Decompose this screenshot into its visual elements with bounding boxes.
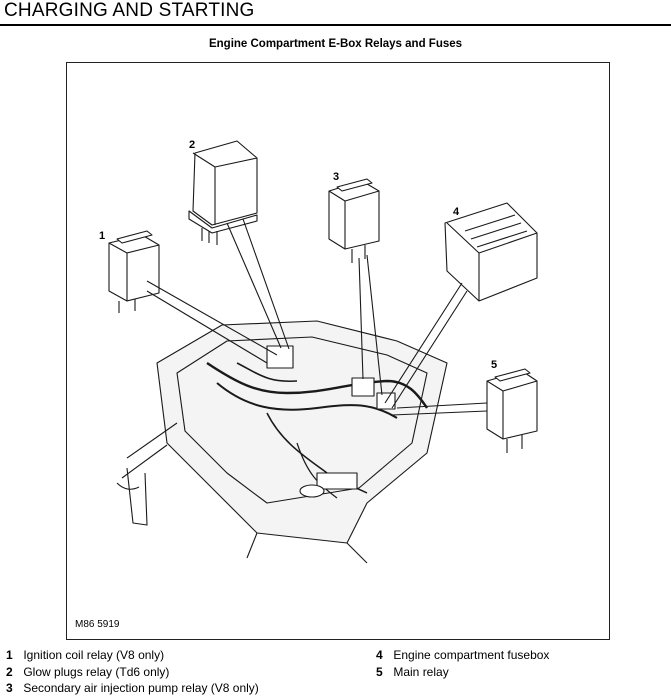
legend-number: 3 — [6, 681, 13, 695]
legend-item-5: 5 Main relay — [376, 664, 549, 681]
legend-item-2: 2 Glow plugs relay (Td6 only) — [6, 664, 259, 681]
legend-number: 5 — [376, 664, 383, 679]
leader-line-1 — [146, 280, 278, 364]
leader-line-3 — [358, 254, 383, 396]
legend-right: 4 Engine compartment fusebox 5 Main rela… — [376, 647, 549, 680]
relay-5-drawing — [486, 368, 538, 453]
figure-frame: 2 1 3 4 5 M86 5919 — [66, 62, 610, 640]
legend-text: Engine compartment fusebox — [393, 648, 550, 662]
header-rule — [0, 24, 671, 26]
figure-code: M86 5919 — [75, 619, 120, 630]
legend-number: 2 — [6, 664, 13, 679]
legend-text: Main relay — [393, 664, 449, 679]
legend-text: Secondary air injection pump relay (V8 o… — [23, 681, 259, 695]
e-box-illustration — [108, 140, 538, 564]
callout-2: 2 — [189, 139, 196, 151]
fusebox-4-drawing — [444, 202, 538, 302]
relay-2-drawing — [188, 140, 258, 245]
leader-line-4 — [384, 282, 468, 409]
legend-text: Glow plugs relay (Td6 only) — [23, 664, 170, 679]
legend-item-1: 1 Ignition coil relay (V8 only) — [6, 647, 259, 664]
legend-number: 1 — [6, 648, 13, 662]
callout-5: 5 — [491, 359, 498, 371]
relay-3-drawing — [328, 178, 380, 263]
callout-4: 4 — [453, 206, 460, 218]
callout-1: 1 — [99, 230, 106, 242]
callout-3: 3 — [333, 171, 340, 183]
section-title: CHARGING AND STARTING — [4, 0, 255, 21]
figure-caption: Engine Compartment E-Box Relays and Fuse… — [208, 38, 463, 50]
legend-number: 4 — [376, 648, 383, 662]
page-header: CHARGING AND STARTING — [0, 0, 671, 26]
legend-left: 1 Ignition coil relay (V8 only) 2 Glow p… — [6, 647, 259, 697]
relay-1-drawing — [108, 230, 160, 313]
leader-line-5 — [391, 402, 488, 416]
legend-text: Ignition coil relay (V8 only) — [23, 648, 165, 662]
legend-item-4: 4 Engine compartment fusebox — [376, 647, 549, 664]
legend-item-3: 3 Secondary air injection pump relay (V8… — [6, 680, 259, 697]
leader-line-2 — [226, 218, 290, 350]
e-box-housing — [156, 320, 448, 544]
